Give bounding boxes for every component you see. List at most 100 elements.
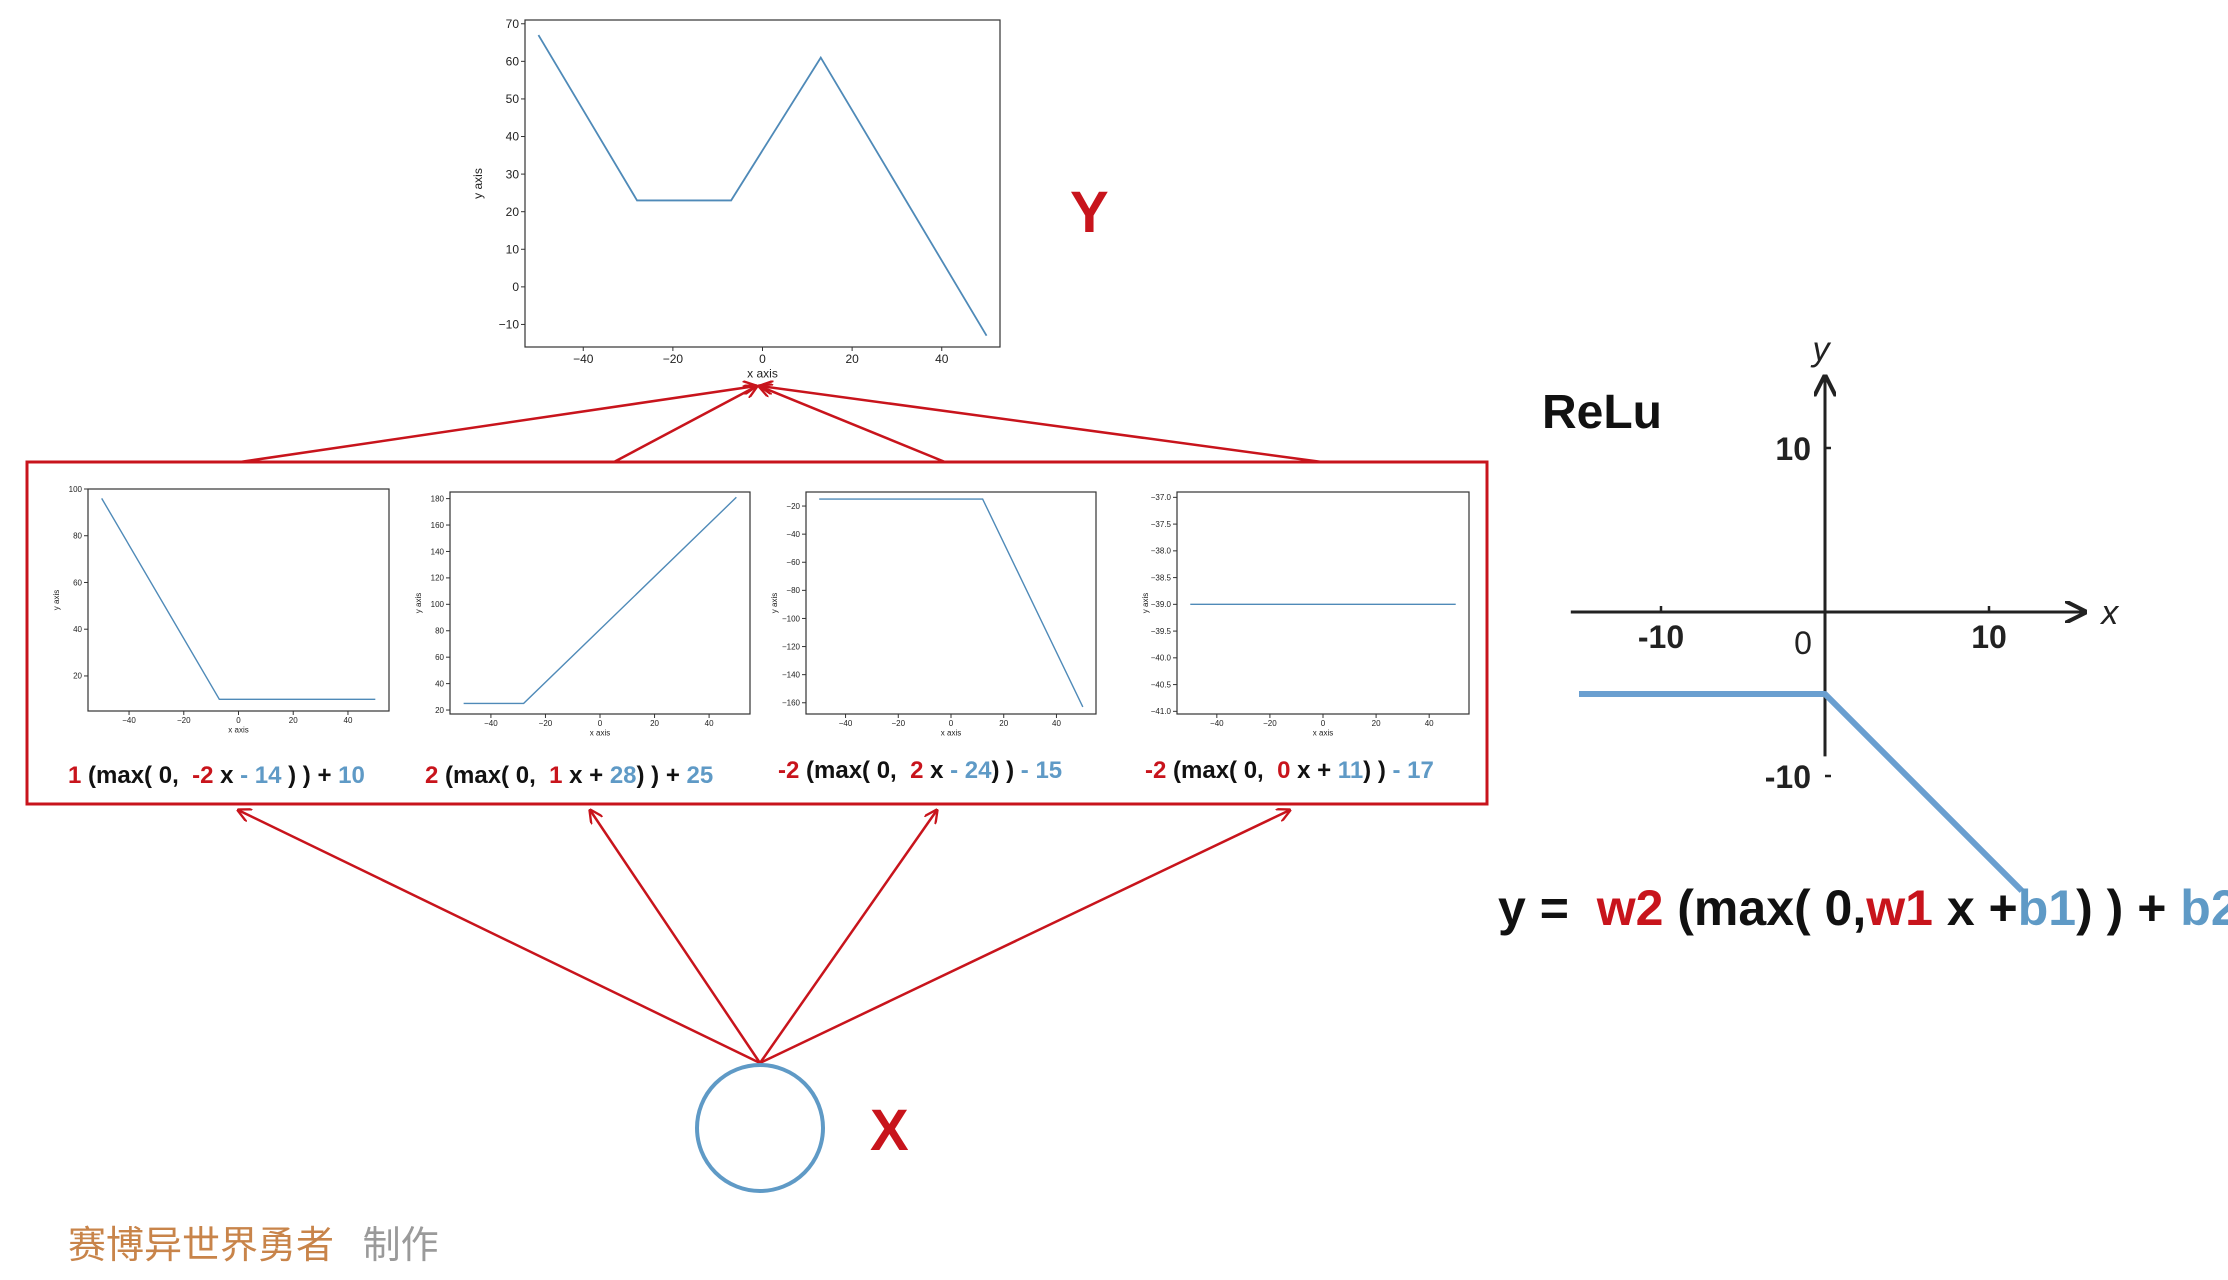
formula-term: ) ) + [281, 762, 338, 789]
y-axis-label: y axis [52, 590, 61, 610]
x-tick-label: 0 [236, 716, 241, 725]
y-tick-label: 20 [506, 205, 520, 219]
relu-title: ReLu [1542, 386, 1662, 439]
y-tick-label: 60 [73, 578, 82, 587]
formula-term: (max( 0, [438, 762, 549, 789]
y-tick-label: 100 [69, 485, 83, 494]
neuron-3-formula: -2 (max( 0, 2 x - 24) ) - 15 [778, 757, 1062, 784]
y-tick-label: -10 [1765, 759, 1811, 795]
y-tick-label: −40 [786, 530, 800, 539]
y-axis-label: y axis [471, 168, 485, 199]
formula-term: (max( 0, [1166, 757, 1277, 784]
formula-term: ) ) [1363, 757, 1392, 784]
y-tick-label: −10 [499, 318, 520, 332]
formula-term: 0 [1277, 757, 1290, 784]
x-tick-label: −20 [1263, 719, 1277, 728]
x-tick-label: −20 [539, 719, 553, 728]
x-tick-label: 20 [1372, 719, 1381, 728]
neuron-2-formula: 2 (max( 0, 1 x + 28) ) + 25 [425, 762, 713, 789]
x-tick-label: 0 [949, 719, 954, 728]
x-tick-label: −20 [177, 716, 191, 725]
y-tick-label: −120 [782, 642, 801, 651]
series-line [101, 497, 376, 701]
x-tick-label: 0 [1321, 719, 1326, 728]
x-tick-label: 0 [598, 719, 603, 728]
y-tick-label: 40 [506, 130, 520, 144]
y-tick-label: 100 [431, 600, 445, 609]
x-axis-label: x axis [228, 726, 248, 735]
x-tick-label: 40 [1052, 719, 1061, 728]
x-tick-label: 40 [935, 352, 949, 366]
formula-term: 2 [425, 762, 438, 789]
arrow-n3-to-output [759, 386, 946, 464]
formula-term: ) ) [991, 757, 1020, 784]
x-axis-label: x axis [590, 729, 610, 738]
y-tick-label: 10 [1775, 431, 1811, 467]
y-tick-label: −140 [782, 670, 801, 679]
x-tick-label: 10 [1971, 619, 2007, 655]
arrow-input-to-n4 [759, 810, 1290, 1065]
formula-term: - 14 [240, 762, 282, 789]
y-tick-label: −39.0 [1151, 600, 1172, 609]
relu-curve [1579, 691, 2024, 893]
x-tick-label: −20 [891, 719, 905, 728]
y-tick-label: 60 [506, 55, 520, 69]
x-tick-label: −40 [1210, 719, 1224, 728]
y-tick-label: −60 [786, 558, 800, 567]
y-tick-label: −39.5 [1151, 627, 1172, 636]
y-tick-label: −41.0 [1151, 707, 1172, 716]
formula-term: -2 [778, 757, 799, 784]
x-tick-label: −20 [663, 352, 684, 366]
y-tick-label: −40.5 [1151, 680, 1172, 689]
y-tick-label: 40 [73, 625, 82, 634]
y-tick-label: −160 [782, 699, 801, 708]
y-tick-label: 60 [435, 653, 444, 662]
y-tick-label: −20 [786, 502, 800, 511]
y-tick-label: 20 [73, 672, 82, 681]
arrow-input-to-n1 [238, 810, 761, 1065]
series-line [537, 34, 988, 337]
formula-term: w1 [1865, 880, 1933, 936]
formula-term: - 15 [1021, 757, 1062, 784]
formula-term: ) ) + [2076, 880, 2180, 936]
y-tick-label: 180 [431, 494, 445, 503]
arrow-input-to-n2 [590, 810, 762, 1064]
arrow-input-to-n3 [758, 810, 937, 1064]
arrow-n4-to-output [760, 386, 1323, 464]
y-tick-label: 20 [435, 706, 444, 715]
formula-term: -2 [1145, 757, 1166, 784]
y-tick-label: 70 [506, 17, 520, 31]
formula-term: x + [562, 762, 609, 789]
y-axis-label: y [1811, 330, 1832, 368]
plot-frame [1176, 491, 1470, 715]
y-tick-label: 0 [512, 280, 519, 294]
formula-term: -2 [192, 762, 213, 789]
plot-frame [449, 491, 751, 715]
formula-term: (max( 0, [81, 762, 192, 789]
formula-term: x [213, 762, 240, 789]
y-tick-label: −38.0 [1151, 547, 1172, 556]
formula-term: - 24 [950, 757, 992, 784]
y-tick-label: 140 [431, 547, 445, 556]
series-line [819, 498, 1084, 708]
y-tick-label: −100 [782, 614, 801, 623]
x-axis-label: x [2099, 594, 2119, 632]
hidden-to-output-arrows [239, 386, 1323, 464]
formula-term: 25 [687, 762, 714, 789]
plot-frame [87, 488, 390, 712]
formula-term: 28 [610, 762, 637, 789]
formula-term: 1 [68, 762, 81, 789]
x-axis-label: x axis [941, 729, 961, 738]
output-label: Y [1070, 180, 1109, 245]
input-to-hidden-arrows [238, 810, 1290, 1065]
formula-term: (max( 0, [1663, 880, 1866, 936]
arrow-n1-to-output [239, 386, 756, 464]
hidden-layer-box [25, 460, 1489, 806]
y-tick-label: 80 [435, 627, 444, 636]
x-tick-label: −40 [122, 716, 136, 725]
y-tick-label: 10 [506, 242, 520, 256]
